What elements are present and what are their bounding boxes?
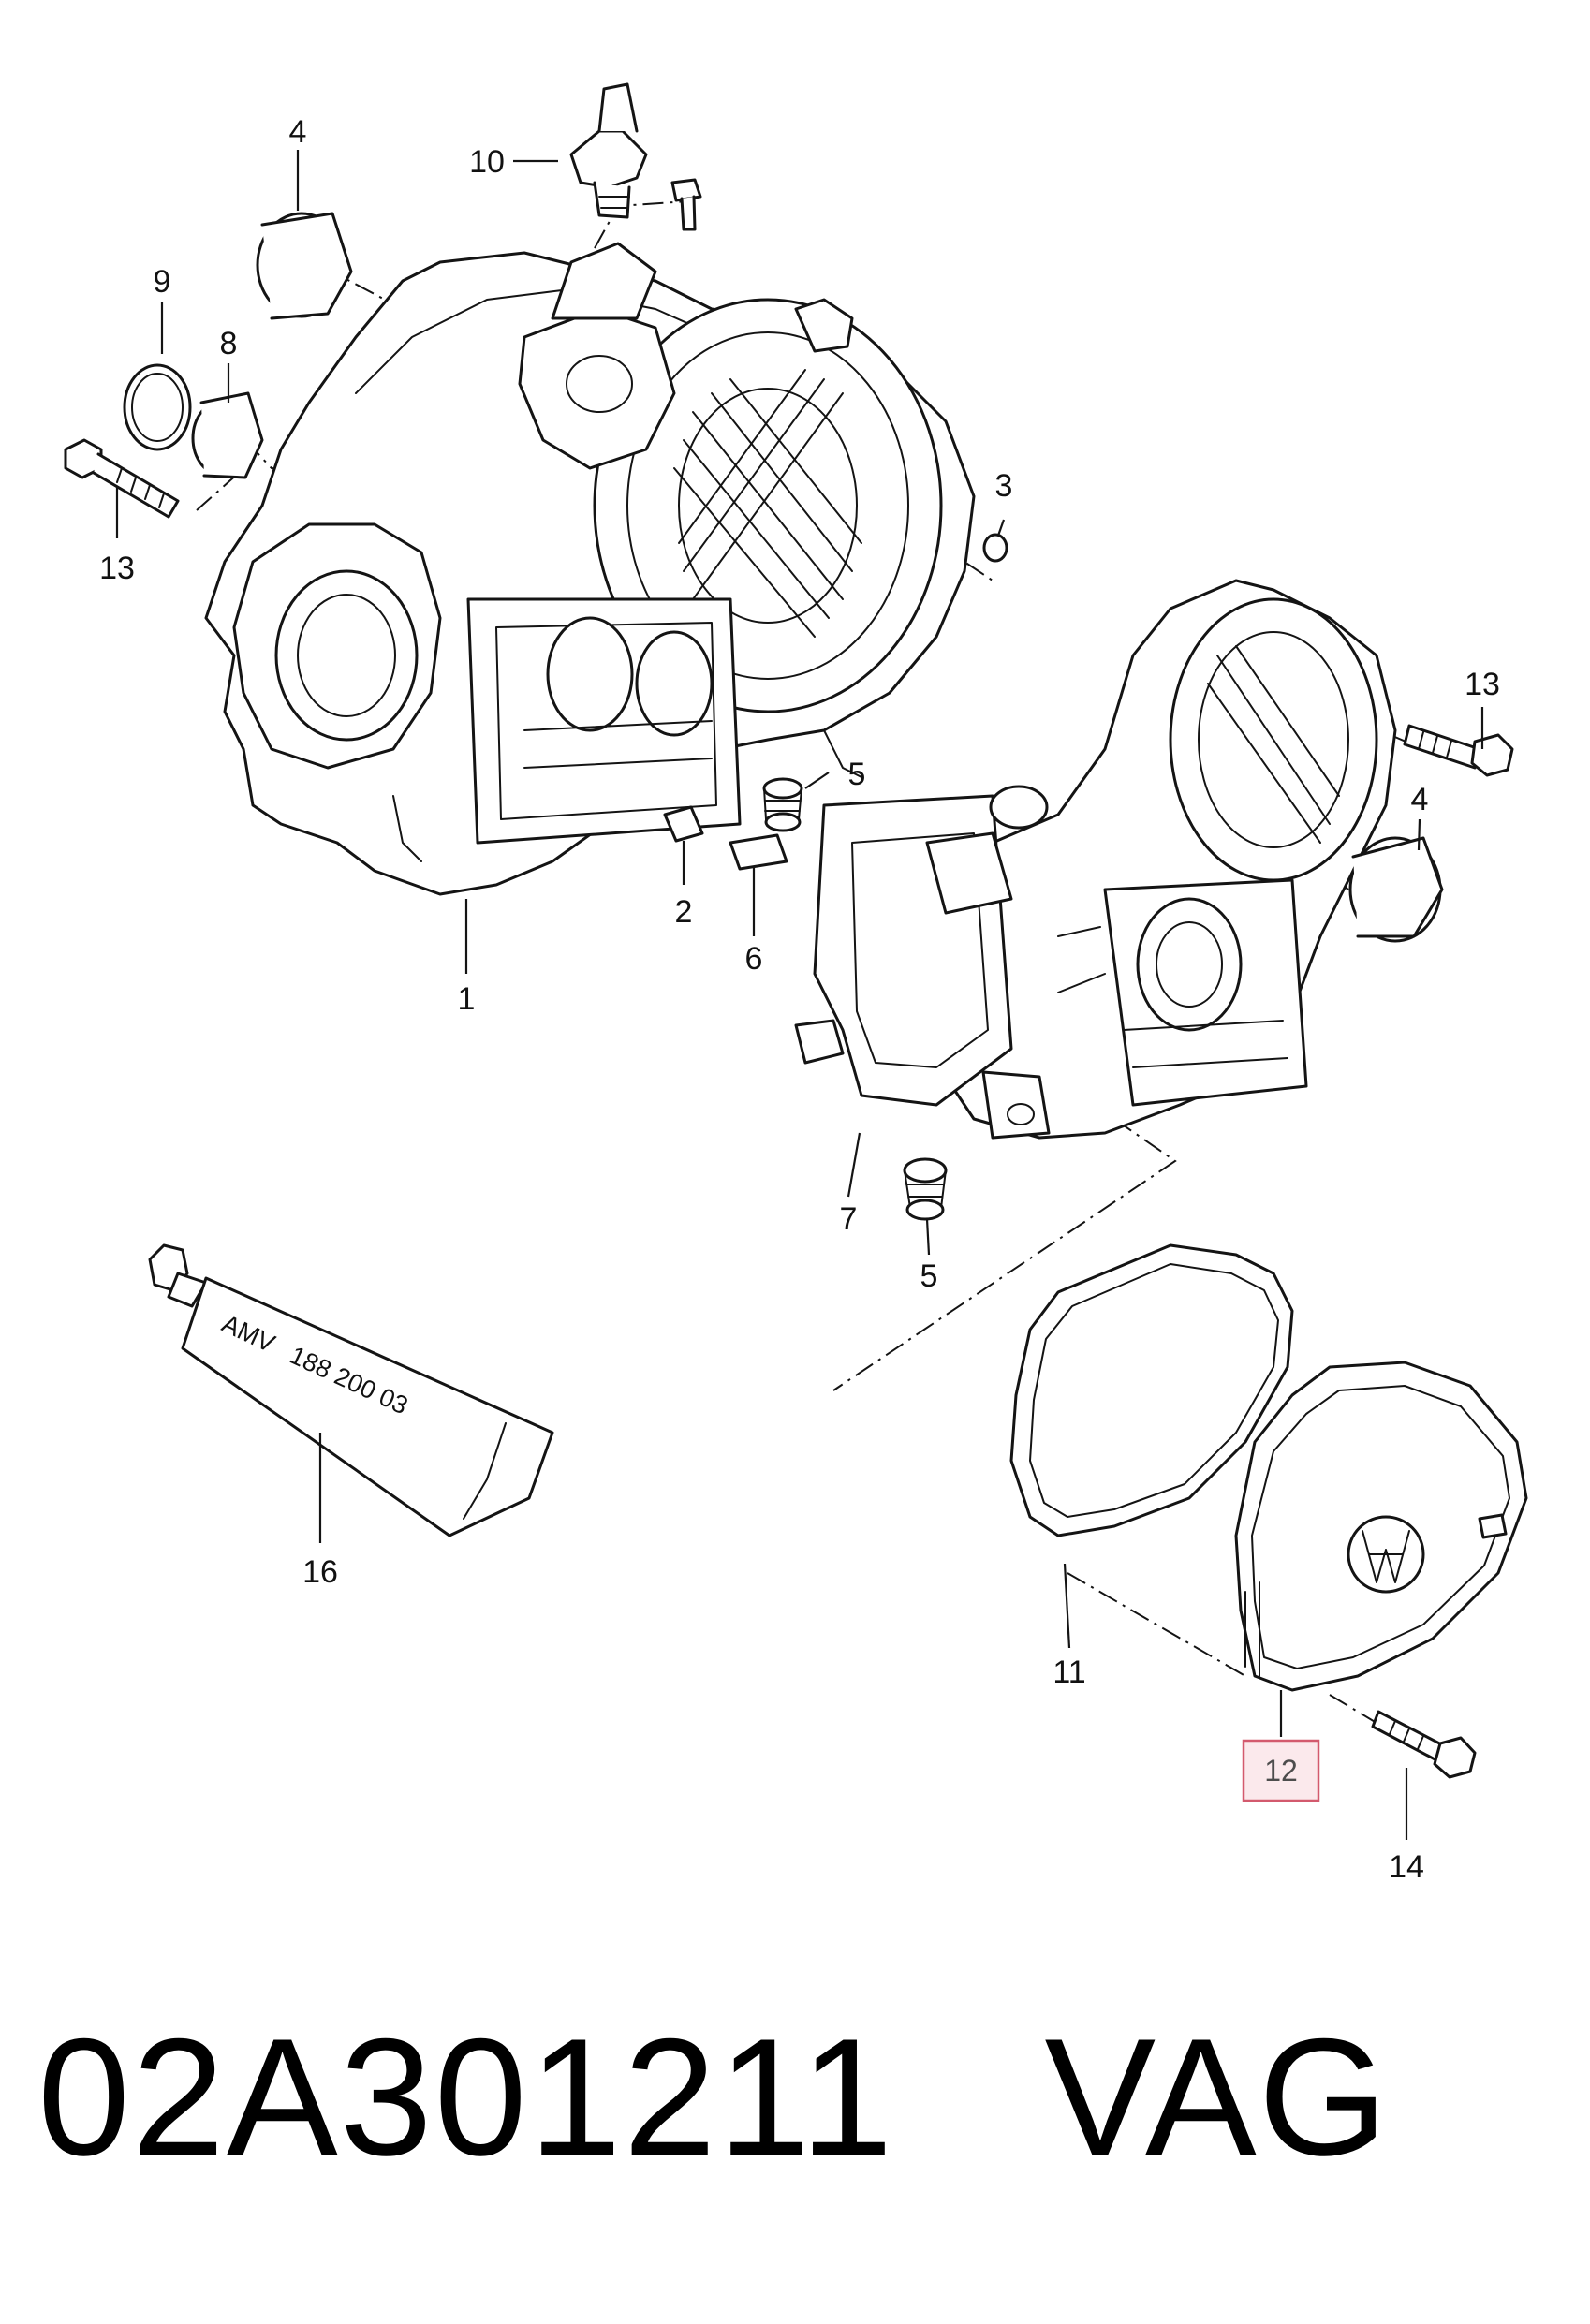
gearbox-housing-front [204,242,976,896]
callout-13-right: 13 [1465,667,1500,702]
spring-bottom [903,1157,948,1221]
callout-11: 11 [1053,1655,1085,1690]
oil-seal-right [1348,836,1444,943]
callout-13-left: 13 [99,551,135,586]
callout-10: 10 [469,144,505,180]
callout-5-bottom: 5 [920,1258,938,1294]
filler-plug [569,82,648,219]
plug-3 [982,533,1008,563]
part-number: 02A301211 [37,2004,895,2190]
gasket [1009,1243,1294,1537]
callout-3: 3 [995,468,1013,504]
callout-6: 6 [745,941,763,977]
brand-name: VAG [1044,2004,1391,2190]
bolt-right [1403,724,1514,777]
callout-7: 7 [840,1201,858,1237]
highlight-box [1242,1739,1320,1802]
bolt-left [64,438,180,519]
callout-4-right: 4 [1411,782,1429,817]
callout-1: 1 [458,981,476,1017]
spring-top [762,777,803,832]
oil-seal-top [256,212,353,320]
footer-caption: 02A301211 VAG [37,1990,1390,2205]
callout-8: 8 [220,326,238,361]
callout-labels: 4 10 9 8 13 3 5 2 6 1 13 4 7 5 16 11 14 [99,114,1500,1885]
bushing [663,805,704,843]
sealant-tube [148,1243,554,1537]
leader-lines [115,150,1484,1840]
bearing [191,391,264,479]
callout-14: 14 [1389,1849,1424,1885]
gearbox-housing-rear [794,579,1397,1140]
callout-4-top: 4 [289,114,307,150]
callout-12: 12 [1264,1754,1298,1787]
cover-bolt [1371,1710,1477,1779]
callout-9: 9 [154,264,171,300]
rear-cover [1234,1361,1528,1692]
callout-16: 16 [302,1554,338,1590]
block-6 [729,833,788,871]
small-screw [670,178,702,231]
highlighted-callout-12[interactable]: 12 [1242,1739,1320,1802]
callout-2: 2 [675,894,693,930]
callout-5-top: 5 [848,757,866,792]
o-ring [123,363,192,451]
